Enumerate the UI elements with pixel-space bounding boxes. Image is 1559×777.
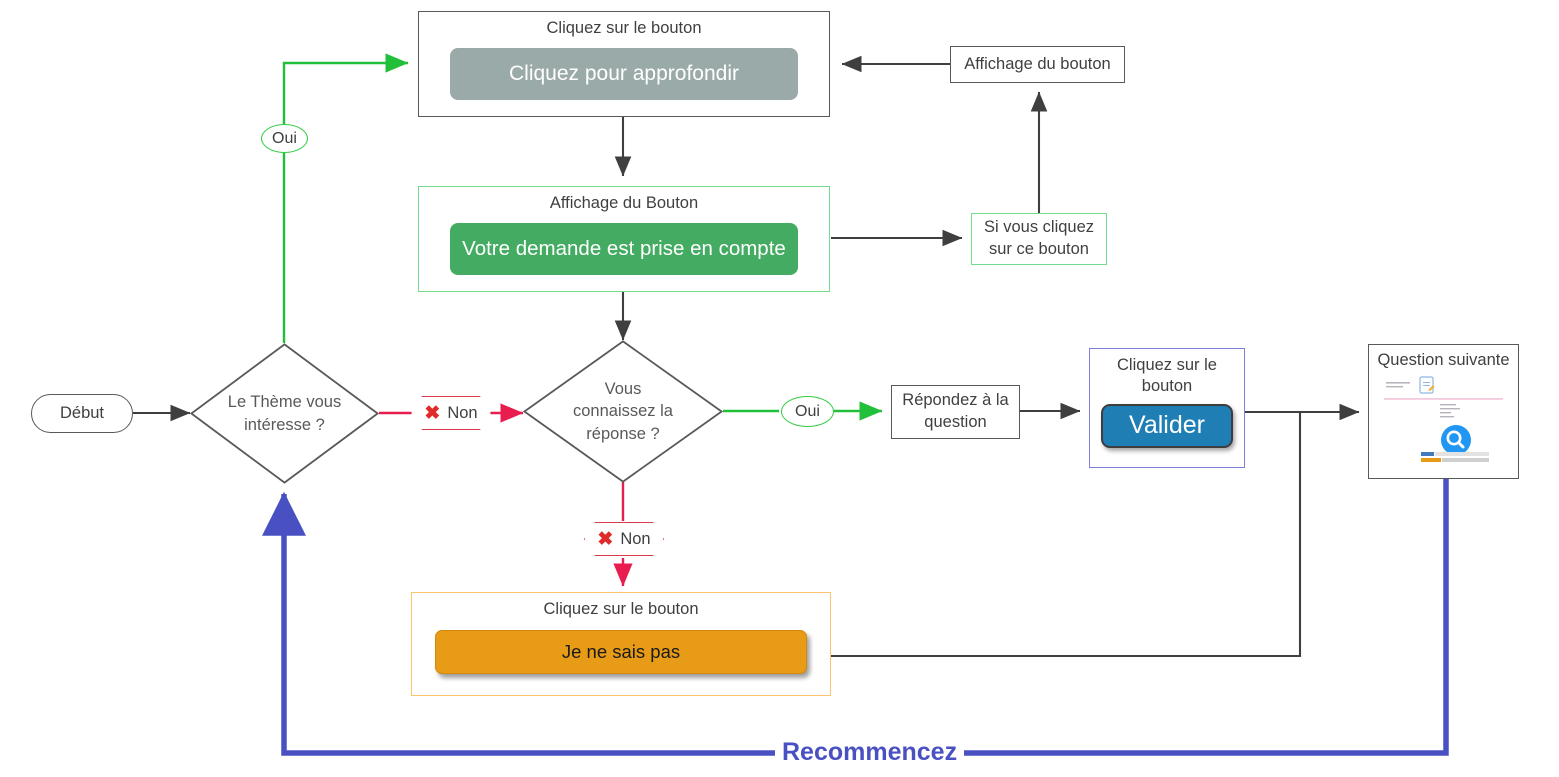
non-theme-text: Non [447,403,478,422]
oui-answer-text: Oui [795,402,820,420]
answer-question-label: Répondez à la question [902,391,1009,431]
confirm-caption: Affichage du Bouton [549,194,699,212]
edge-label-non-theme: ✖ Non [411,396,491,430]
if-you-click-label: Si vous cliquez sur ce bouton [983,218,1095,258]
dont-know-caption: Cliquez sur le bouton [543,600,699,618]
oui-theme-text: Oui [272,129,297,147]
next-question-label: Question suivante [1377,351,1510,369]
start-terminator: Début [31,394,133,433]
display-button-label: Affichage du bouton [964,54,1111,73]
decision-answer: Vous connaissez la réponse ? [522,340,724,483]
if-you-click-box: Si vous cliquez sur ce bouton [971,213,1107,265]
confirm-button[interactable]: Votre demande est prise en compte [450,223,798,276]
display-button-box: Affichage du bouton [950,46,1125,83]
confirm-container: Affichage du Bouton Votre demande est pr… [418,186,830,292]
decision-theme: Le Thème vous intéresse ? [189,343,380,484]
deep-dive-button[interactable]: Cliquez pour approfondir [450,48,798,101]
dont-know-button[interactable]: Je ne sais pas [435,630,807,675]
document-icon [1418,376,1435,394]
next-question-box: Question suivante [1368,344,1519,479]
deep-dive-caption: Cliquez sur le bouton [546,19,702,37]
decision-answer-shape [522,340,724,483]
edge-theme-oui-to-deepdive [282,53,409,343]
edge-label-oui-answer: Oui [781,396,834,427]
x-icon: ✖ [597,528,614,550]
screenshot-thumbnail-art [1379,373,1508,469]
deep-dive-container: Cliquez sur le bouton Cliquez pour appro… [418,11,830,117]
screenshot-thumbnail [1379,373,1508,469]
decision-theme-shape [189,343,380,484]
dont-know-container: Cliquez sur le bouton Je ne sais pas [411,592,831,696]
search-icon [1440,425,1471,455]
edge-label-oui-theme: Oui [261,124,308,153]
validate-caption: Cliquez sur le bouton [1117,356,1217,396]
non-answer-text: Non [620,529,651,548]
answer-question-box: Répondez à la question [891,385,1020,439]
x-icon: ✖ [424,402,441,424]
validate-button[interactable]: Valider [1101,403,1233,448]
start-label: Début [59,404,105,422]
edge-label-restart: Recommencez [775,738,965,767]
edge-label-non-answer: ✖ Non [584,522,664,556]
validate-container: Cliquez sur le bouton Valider [1089,348,1245,468]
